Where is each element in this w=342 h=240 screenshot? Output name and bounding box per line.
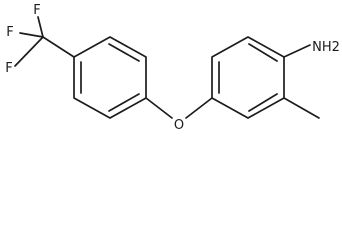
right-ring-double-bond-2 [248,43,278,62]
right-ring-substituents [283,44,320,119]
bond-ring-amine [283,44,311,58]
bond-c-f1 [37,16,44,38]
left-ring-outline [73,36,147,119]
amine-label: NH2 [312,40,340,55]
structure-canvas: F F F O NH2 [5,3,340,133]
oxygen-label: O [174,118,184,133]
left-benzene-ring [73,36,147,119]
ether-linkage [145,97,213,119]
fluorine-label-2: F [6,25,13,40]
bond-cf3-ring [42,36,75,58]
right-ring-double-bond-3 [248,93,278,112]
left-ring-double-bond-2 [108,93,140,112]
trifluoromethyl-group [14,16,75,67]
bond-ring-oxygen [145,97,173,119]
right-benzene-ring [211,36,285,119]
bond-oxygen-ring [185,97,213,119]
bond-c-f3 [14,36,44,67]
fluorine-label-1: F [33,3,40,18]
left-ring-double-bond-1 [108,43,140,62]
bond-c-f2 [19,32,44,38]
bond-ring-methyl [283,97,320,119]
right-ring-outline [211,36,285,119]
fluorine-label-3: F [5,61,12,76]
chemical-structure: F F F O NH2 [5,3,340,133]
